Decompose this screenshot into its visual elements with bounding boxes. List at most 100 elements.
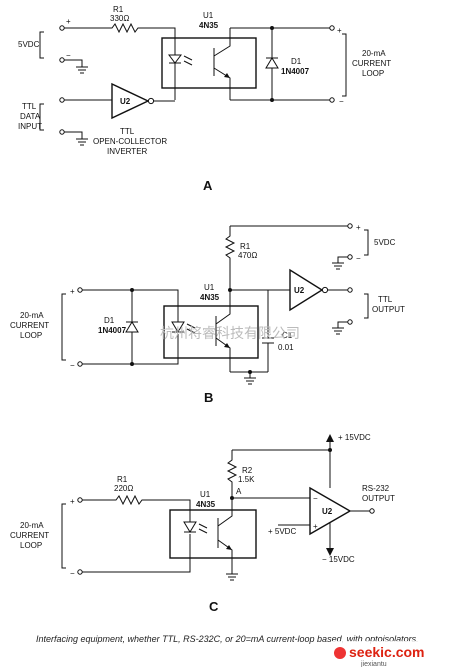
c-r2-resistor (226, 450, 238, 498)
logo-mark-icon (334, 647, 346, 659)
c-out-line-2: OUTPUT (362, 494, 395, 503)
b-5v-plus-sign: + (356, 223, 361, 232)
a-u1-part: 4N35 (199, 21, 219, 30)
a-d1-name: D1 (291, 57, 302, 66)
c-loop-plus-terminal (77, 497, 83, 503)
a-terminal-5v-minus (59, 57, 65, 63)
c-vpos-label: + 15VDC (338, 433, 371, 442)
b-gnd-wire-2 (337, 321, 348, 328)
a-ttl-line-3: INPUT (18, 122, 42, 131)
b-5v-brace (364, 229, 369, 256)
b-letter: B (204, 390, 213, 405)
a-ttl-line-1: TTL (22, 102, 37, 111)
b-5v-minus-sign: − (356, 254, 361, 263)
b-u1-led (171, 321, 185, 333)
a-u2-label-1: TTL (120, 127, 135, 136)
c-node-a-label: A (236, 487, 242, 496)
a-r1-name: R1 (113, 5, 124, 14)
c-vpos-arrow (326, 434, 334, 442)
c-u2-opamp (309, 486, 352, 536)
a-5v-minus-sign: − (66, 51, 71, 60)
b-loop-plus-wire (82, 289, 179, 322)
a-u1-optocoupler (161, 37, 257, 89)
b-u2-inverter (289, 268, 324, 312)
b-u2-bubble (321, 286, 329, 294)
a-loop-line-1: 20-mA (362, 49, 386, 58)
b-ttl-brace (364, 293, 369, 319)
b-loop-plus-sign: + (70, 287, 75, 296)
c-output-terminal (369, 508, 375, 514)
b-5v-minus-terminal (347, 254, 353, 260)
b-loop-minus-sign: − (70, 361, 75, 370)
b-c1-name: C1 (282, 331, 293, 340)
c-u1-part: 4N35 (196, 500, 216, 509)
c-r2-value: 1.5K (238, 475, 255, 484)
c-ref-label: + 5VDC (268, 527, 296, 536)
b-loop-line-2: CURRENT (10, 321, 49, 330)
a-d1-part: 1N4007 (281, 67, 310, 76)
b-u1-part: 4N35 (200, 293, 220, 302)
b-gnd-wire-1 (337, 256, 348, 263)
c-u2-name: U2 (322, 507, 333, 516)
c-node-vpos (328, 448, 332, 452)
a-ttl-brace (39, 103, 44, 131)
a-ttl-line-2: DATA (20, 112, 41, 121)
logo-main-text: seekic.com (349, 644, 425, 660)
c-u2-minus-input: − (313, 494, 318, 503)
b-loop-line-3: LOOP (20, 331, 42, 340)
a-loop-line-2: CURRENT (352, 59, 391, 68)
c-r2-name: R2 (242, 466, 253, 475)
b-u1-light-arrows (186, 323, 196, 334)
c-loop-minus-terminal (77, 569, 83, 575)
b-u1-name: U1 (204, 283, 215, 292)
c-u1-light-arrows (198, 523, 208, 534)
a-d1-diode (265, 28, 279, 100)
b-r1-name: R1 (240, 242, 251, 251)
b-r1-value: 470Ω (238, 251, 257, 260)
a-ttl-input-terminal (59, 97, 65, 103)
a-5v-brace (39, 31, 44, 59)
c-loop-line-1: 20-mA (20, 521, 44, 530)
a-u1-name: U1 (203, 11, 214, 20)
c-r1-resistor (82, 494, 191, 522)
b-5v-plus-terminal (347, 223, 353, 229)
a-ground-symbol-2 (76, 138, 88, 146)
a-loop-line-3: LOOP (362, 69, 384, 78)
circuit-a: + − 5VDC R1 330Ω U1 4N35 D1 1N4007 + − (18, 5, 391, 193)
a-5v-plus-sign: + (66, 17, 71, 26)
b-d1-part: 1N4007 (98, 326, 127, 335)
seekic-logo: seekic.com jiexiantu (331, 641, 449, 667)
a-u1-led (168, 52, 182, 100)
b-ttl-gnd-terminal (347, 319, 353, 325)
a-gnd-wire-1 (64, 59, 83, 67)
c-loop-brace (61, 503, 66, 569)
c-ground-symbol (226, 573, 238, 581)
c-loop-plus-sign: + (70, 497, 75, 506)
c-vneg-arrow (326, 548, 334, 556)
logo-sub-text: jiexiantu (360, 661, 387, 667)
b-loop-minus-terminal (77, 361, 83, 367)
a-r1-value: 330Ω (110, 14, 129, 23)
b-u1-optocoupler (163, 305, 259, 359)
c-u1-name: U1 (200, 490, 211, 499)
a-loop-plus-sign: + (337, 26, 342, 35)
watermark-text: 杭州将睿科技有限公司 (160, 326, 300, 342)
a-u2-bubble (147, 97, 155, 105)
a-letter: A (203, 178, 213, 193)
c-out-line-1: RS-232 (362, 484, 390, 493)
c-r1-value: 220Ω (114, 484, 133, 493)
figure-caption: Interfacing equipment, whether TTL, RS-2… (36, 634, 419, 644)
a-r1-resistor (64, 22, 176, 52)
a-ground-symbol-1 (76, 66, 88, 74)
a-gnd-wire-2 (64, 131, 83, 139)
a-loop-minus-terminal (329, 97, 335, 103)
a-u1-emitter-arrow (224, 73, 230, 78)
c-u2-plus-input: + (313, 522, 318, 531)
a-terminal-5v-plus (59, 25, 65, 31)
b-ttl-out-terminal (347, 287, 353, 293)
a-u2-name: U2 (120, 97, 131, 106)
c-u1-optocoupler (169, 509, 257, 559)
b-u2-name: U2 (294, 286, 305, 295)
a-u2-label-3: INVERTER (107, 147, 148, 156)
